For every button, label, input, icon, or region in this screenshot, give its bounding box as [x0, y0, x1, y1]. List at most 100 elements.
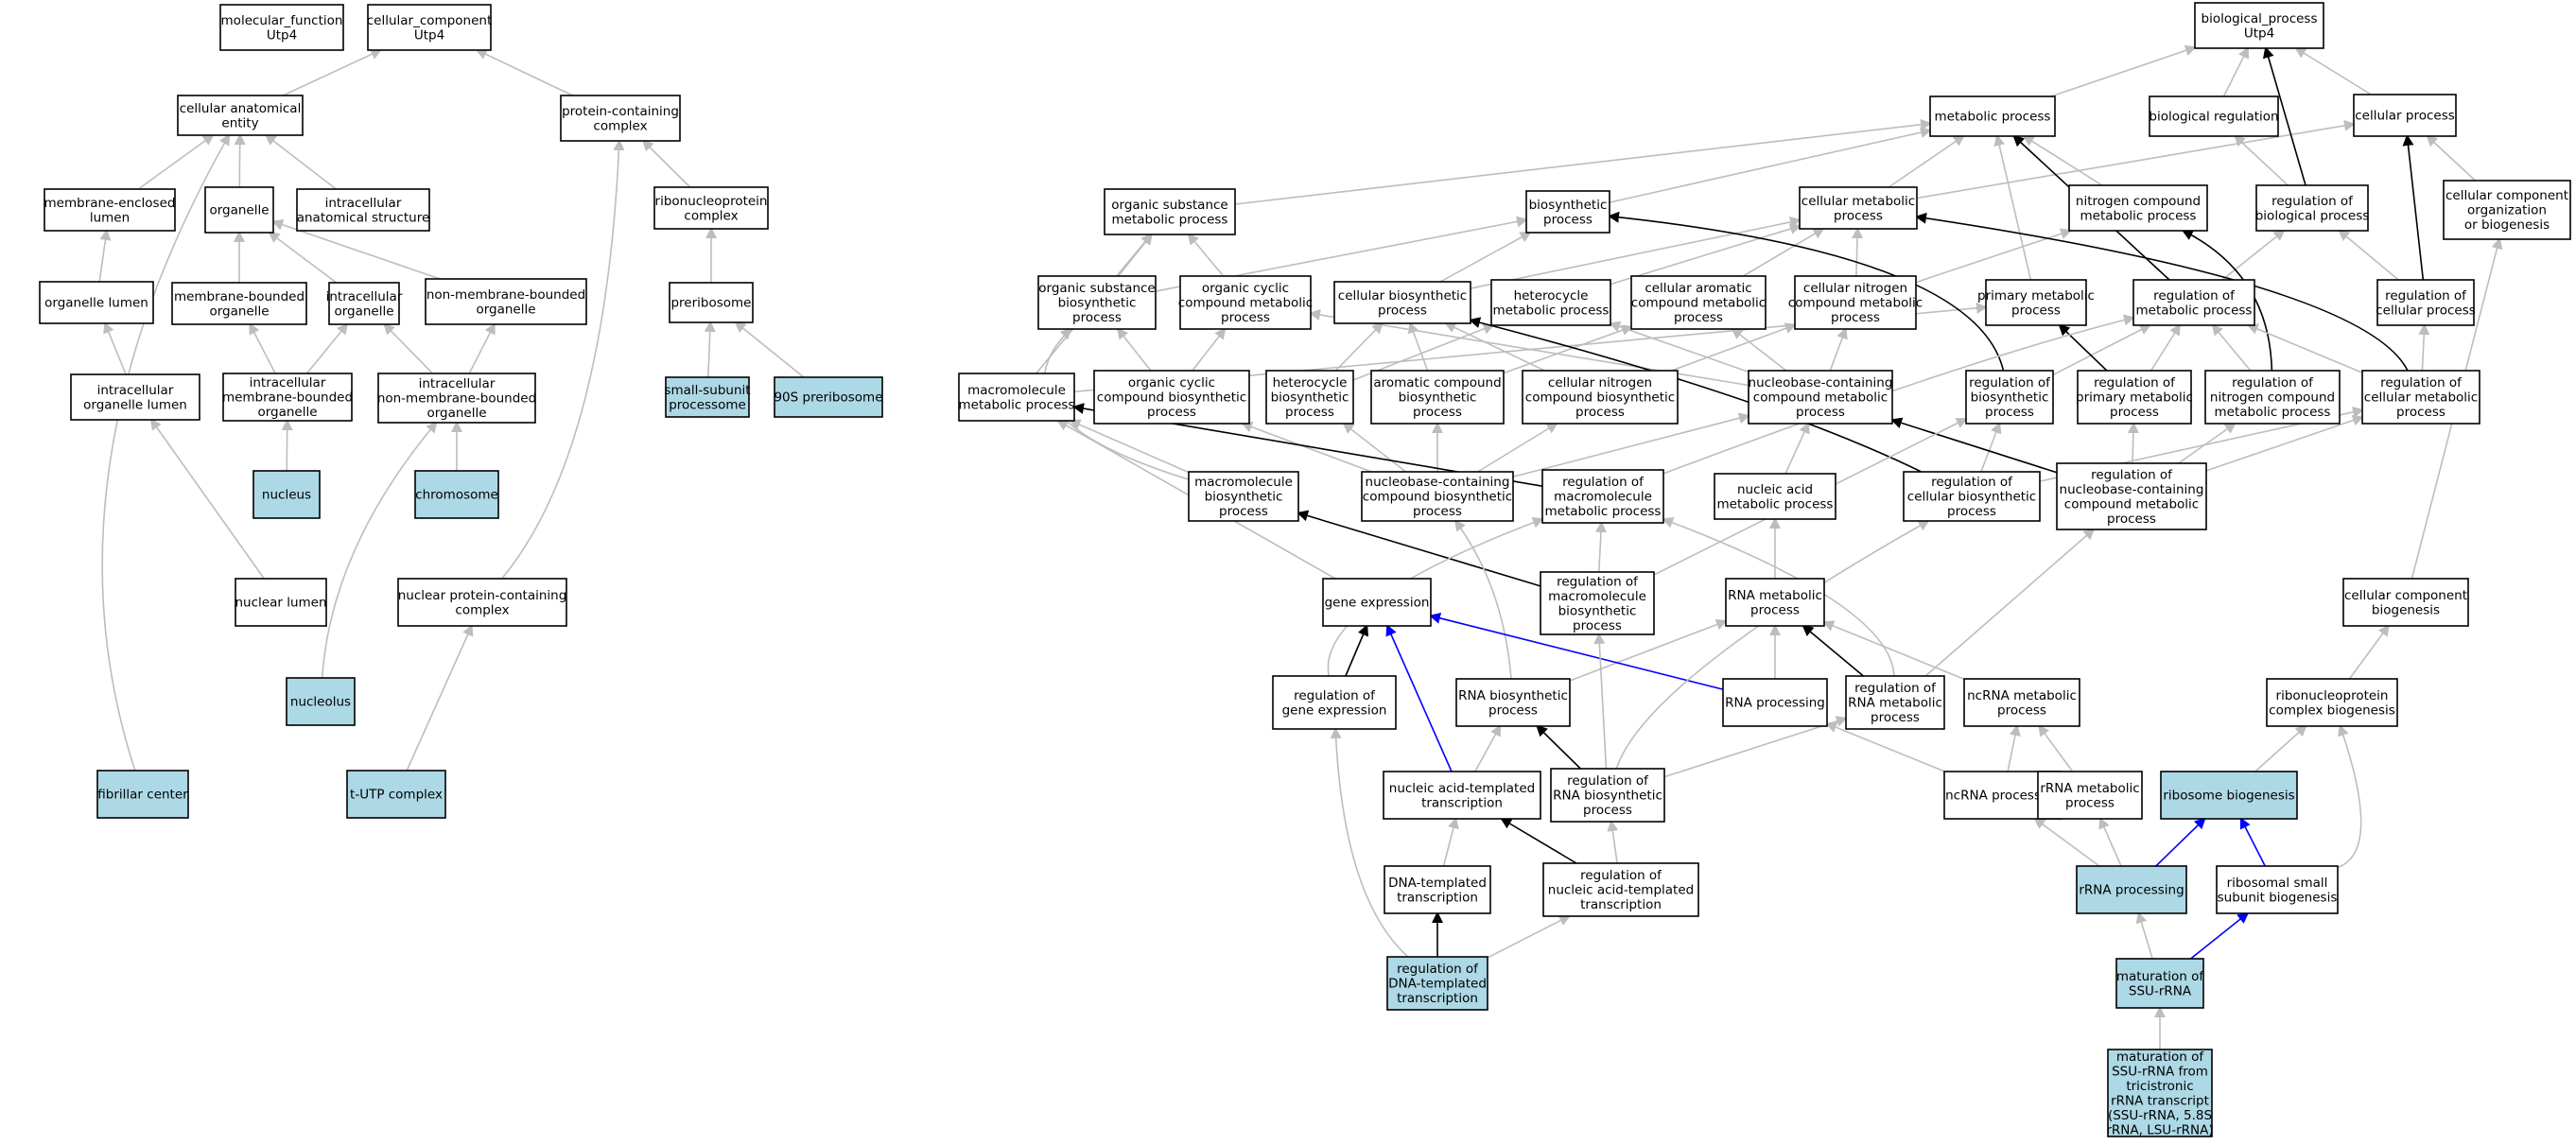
node-label-line: biological_process [2202, 11, 2318, 26]
node-label-line: SSU-rRNA from [2112, 1064, 2208, 1079]
edge-nucbase_metab-to-cell_arom_metab [1731, 327, 1787, 372]
node-preribosome[interactable]: preribosome [669, 282, 754, 323]
node-label-line: organelle [209, 203, 269, 218]
node-org-lumen[interactable]: organelle lumen [39, 281, 154, 324]
node-label-line: ribosomal small [2227, 876, 2328, 891]
edge-org_lumen-to-memb_encl [98, 229, 112, 283]
node-label-line: intracellular [419, 376, 496, 391]
node-metab[interactable]: metabolic process [1929, 95, 2056, 137]
edge-reg_cell_metab-to-cell_metab [1915, 212, 2409, 372]
edge-organelle-to-cell_anat [234, 133, 246, 188]
edge-reg_bio_proc-to-bp_utp4 [2262, 46, 2306, 186]
edge-reg_metab-to-reg_bio_proc [2221, 229, 2286, 281]
node-intra-nonmemb-org[interactable]: intracellularnon-membrane-boundedorganel… [377, 373, 536, 424]
node-box [1725, 578, 1825, 627]
node-nuc-lumen[interactable]: nuclear lumen [235, 578, 327, 627]
node-cell-proc[interactable]: cellular process [2353, 94, 2457, 137]
node-box [1845, 675, 1945, 730]
node-pre90s[interactable]: 90S preribosome [774, 376, 883, 418]
edge-rna_biosynth-to-rna_metab [1569, 618, 1728, 682]
node-nucleus[interactable]: nucleus [252, 470, 321, 519]
node-box [2204, 370, 2341, 425]
node-ribo-biog[interactable]: ribosome biogenesis [2160, 771, 2298, 820]
node-gene-expr[interactable]: gene expression [1322, 578, 1432, 627]
node-reg-macro-biosynth[interactable]: regulation ofmacromoleculebiosyntheticpr… [1540, 571, 1655, 635]
node-chromosome[interactable]: chromosome [414, 470, 499, 519]
node-bio-reg[interactable]: biological regulation [2149, 95, 2279, 137]
node-organelle[interactable]: organelle [204, 186, 274, 234]
node-box [377, 373, 536, 424]
node-fibrillar[interactable]: fibrillar center [96, 770, 189, 819]
node-tutp[interactable]: t-UTP complex [346, 770, 446, 819]
node-rrna-proc[interactable]: rRNA processing [2076, 865, 2187, 914]
node-reg-nucbase-metab[interactable]: regulation ofnucleobase-containingcompou… [2056, 462, 2207, 530]
node-label-line: intracellular [97, 383, 174, 398]
node-label-line: transcription [1580, 897, 1662, 912]
node-rna-proc[interactable]: RNA processing [1722, 678, 1828, 727]
node-nucleolus[interactable]: nucleolus [286, 677, 356, 726]
